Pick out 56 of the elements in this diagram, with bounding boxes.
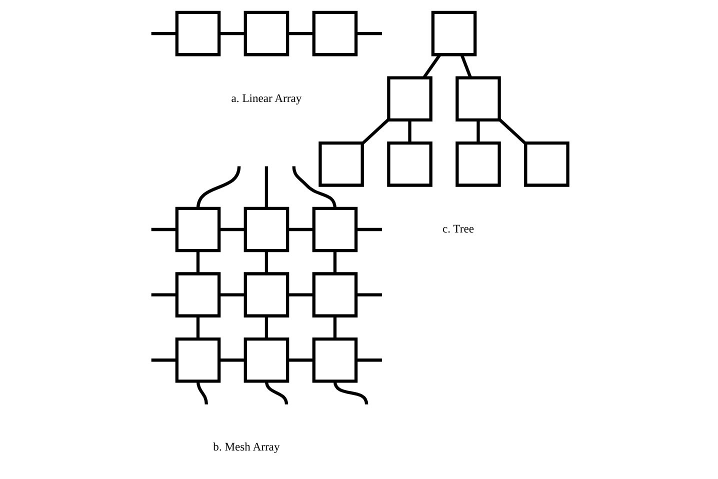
connector — [288, 358, 314, 362]
connector — [264, 316, 268, 339]
connector — [264, 381, 288, 405]
connector — [196, 316, 200, 339]
connector — [196, 250, 200, 274]
connector — [476, 120, 480, 143]
node-box — [387, 76, 432, 122]
node-box — [175, 337, 221, 383]
connector — [408, 120, 412, 143]
connector — [151, 293, 177, 296]
connector — [422, 54, 442, 78]
connector — [288, 228, 314, 232]
node-box — [456, 76, 501, 122]
connector — [333, 316, 337, 339]
connector — [333, 380, 368, 405]
connector — [219, 293, 246, 296]
connector — [196, 166, 241, 209]
connector — [151, 358, 177, 362]
connector — [264, 166, 268, 208]
connector — [264, 250, 268, 274]
node-box — [244, 206, 290, 252]
connector — [356, 358, 382, 362]
connector — [460, 54, 472, 78]
node-box — [318, 142, 364, 187]
connector — [219, 228, 246, 232]
node-box — [244, 10, 290, 56]
connector — [292, 166, 337, 209]
node-box — [312, 272, 358, 318]
connector — [288, 293, 314, 296]
connector — [362, 118, 390, 144]
node-box — [431, 10, 477, 56]
connector — [356, 228, 382, 232]
node-box — [244, 272, 290, 318]
connector — [333, 250, 337, 274]
node-box — [456, 142, 501, 187]
node-box — [175, 206, 221, 252]
node-box — [312, 206, 358, 252]
node-box — [312, 10, 358, 56]
connector — [356, 293, 382, 296]
connector — [498, 118, 526, 144]
connector — [151, 32, 177, 36]
connector — [288, 32, 314, 36]
connector — [196, 381, 208, 404]
node-box — [175, 10, 221, 56]
node-box — [387, 142, 432, 187]
node-box — [244, 337, 290, 383]
label: b. Mesh Array — [213, 440, 280, 454]
connector — [356, 32, 382, 36]
connector — [151, 228, 177, 232]
node-box — [524, 142, 570, 187]
label: c. Tree — [442, 222, 474, 236]
label: a. Linear Array — [231, 92, 302, 105]
connector — [219, 358, 246, 362]
connector — [219, 32, 246, 36]
node-box — [175, 272, 221, 318]
node-box — [312, 337, 358, 383]
